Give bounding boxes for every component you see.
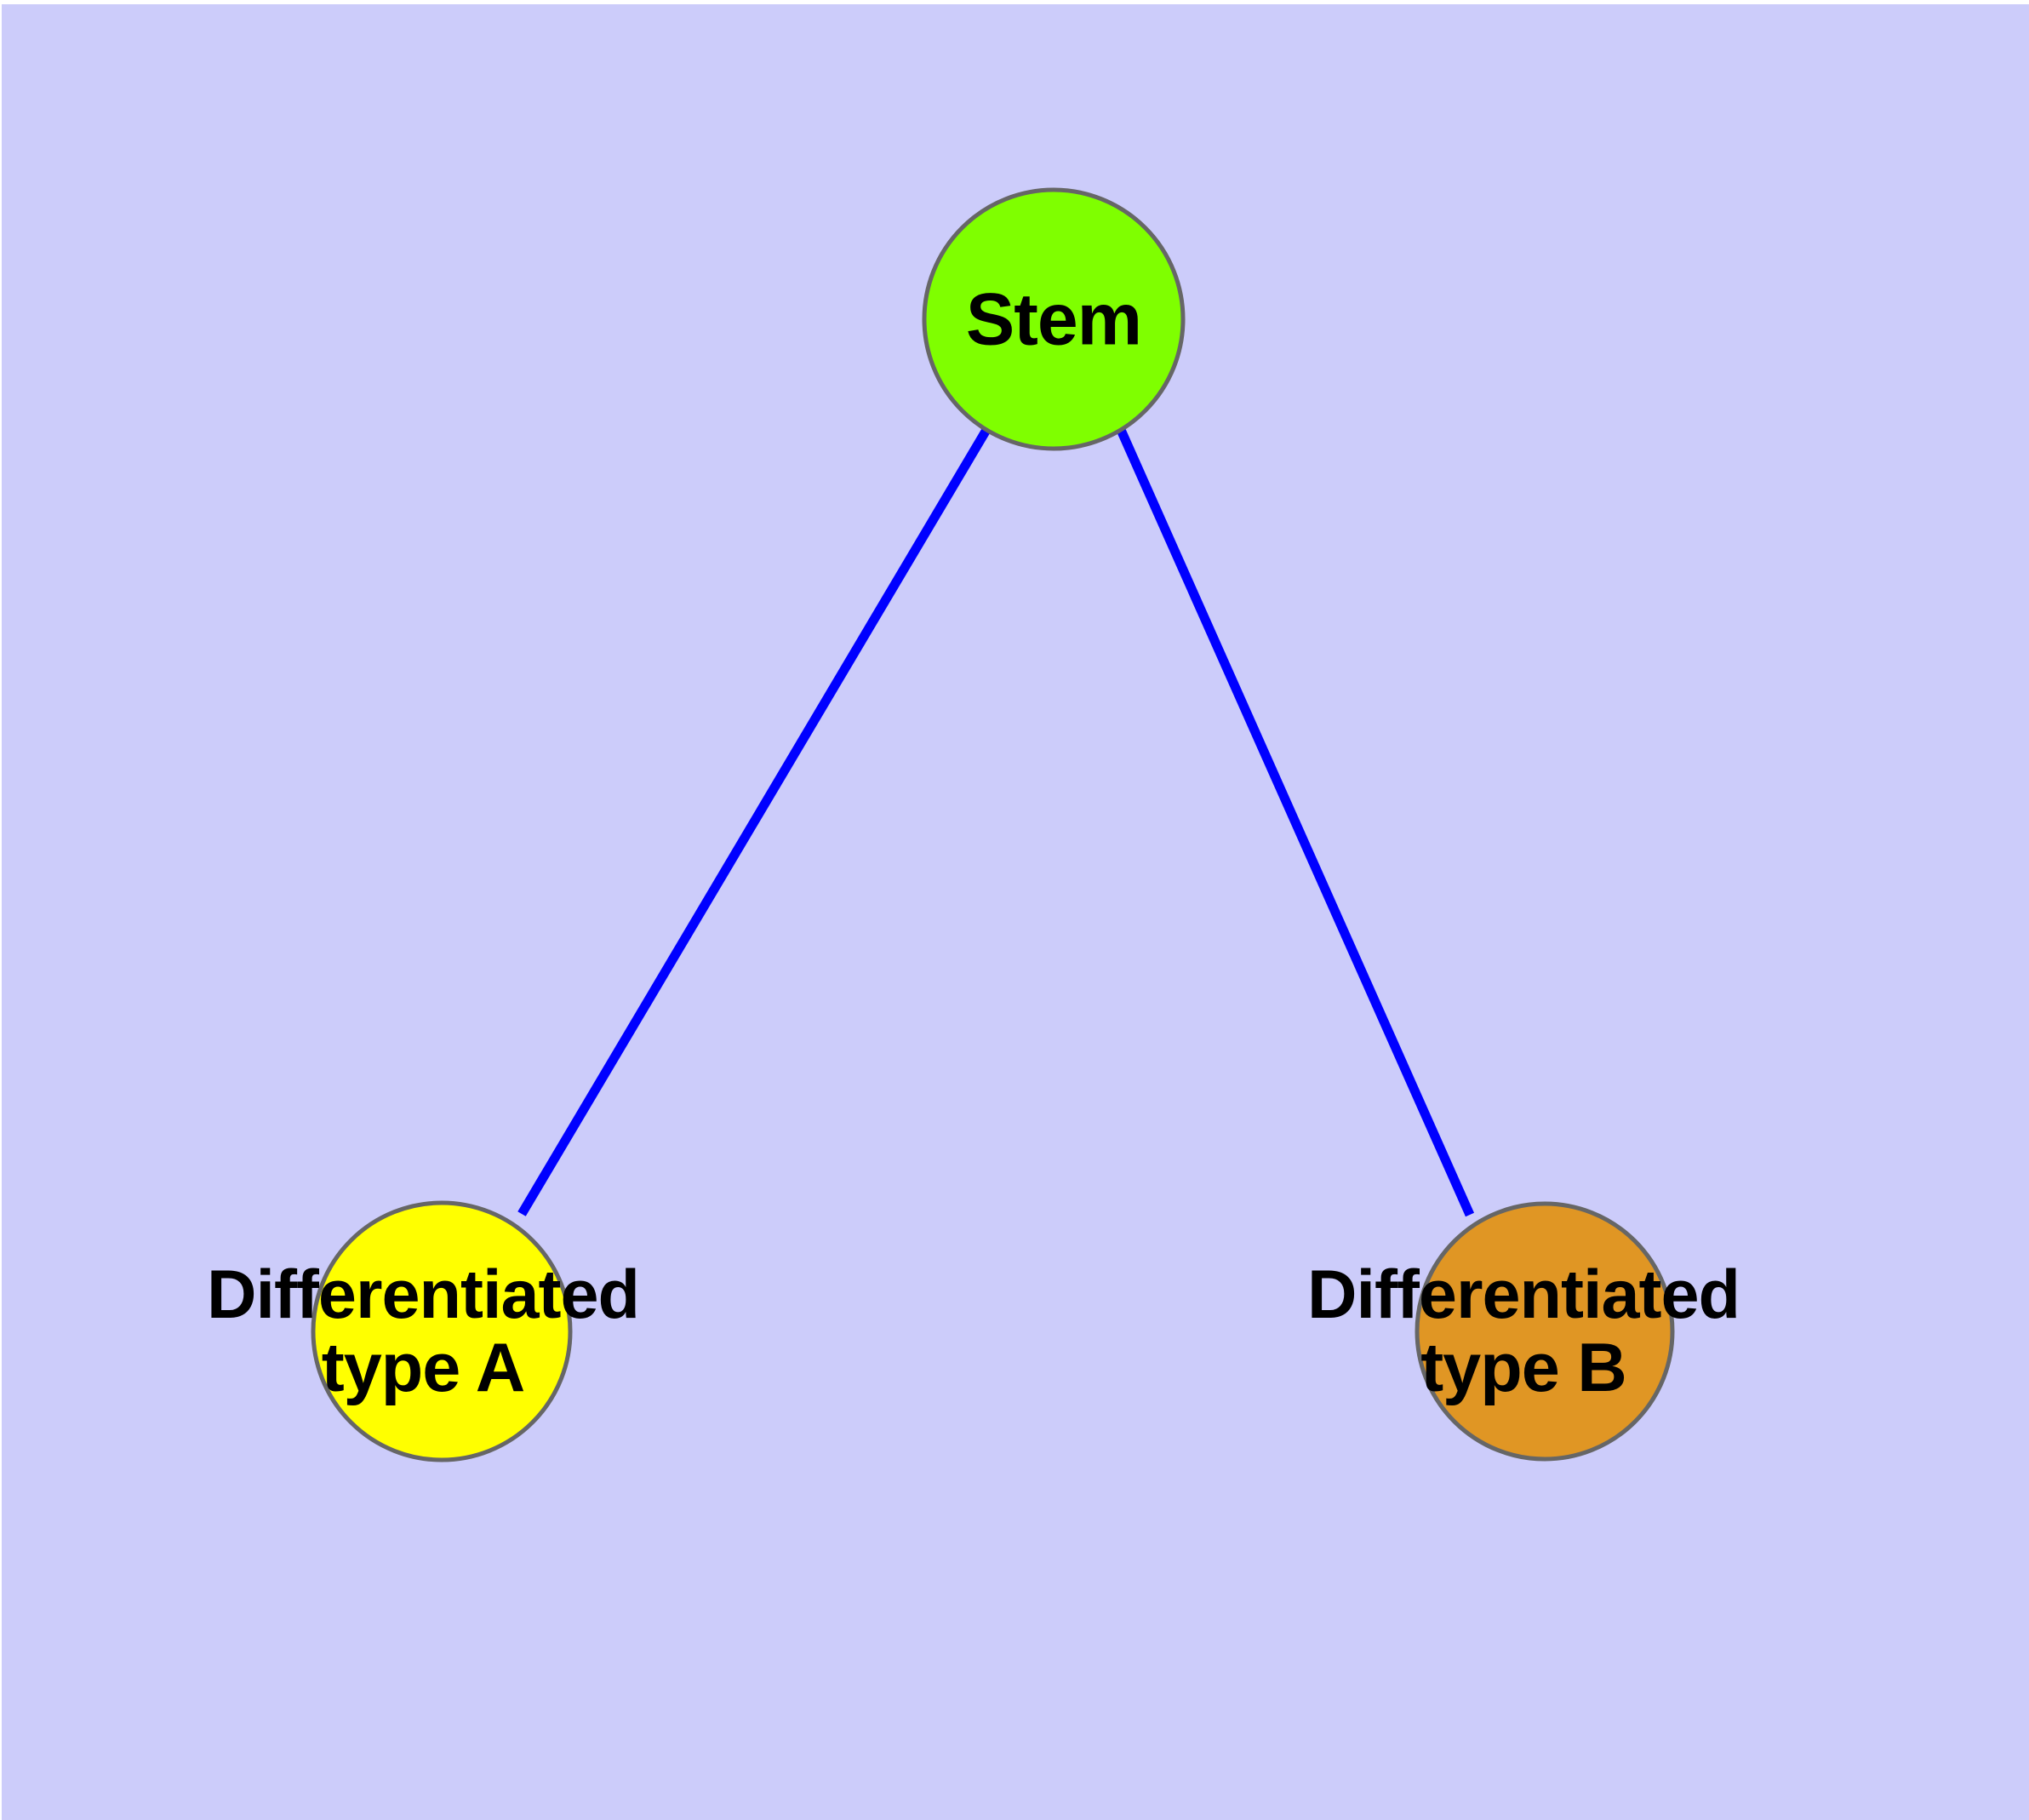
edge-layer — [517, 427, 1475, 1217]
node-layer — [311, 187, 1675, 1462]
node-stem[interactable] — [922, 187, 1186, 451]
edge-stem-to-type-a — [517, 427, 991, 1216]
edge-stem-to-type-b — [1116, 427, 1475, 1217]
node-differentiated-type-a[interactable] — [311, 1200, 573, 1462]
node-differentiated-type-b[interactable] — [1415, 1201, 1675, 1462]
